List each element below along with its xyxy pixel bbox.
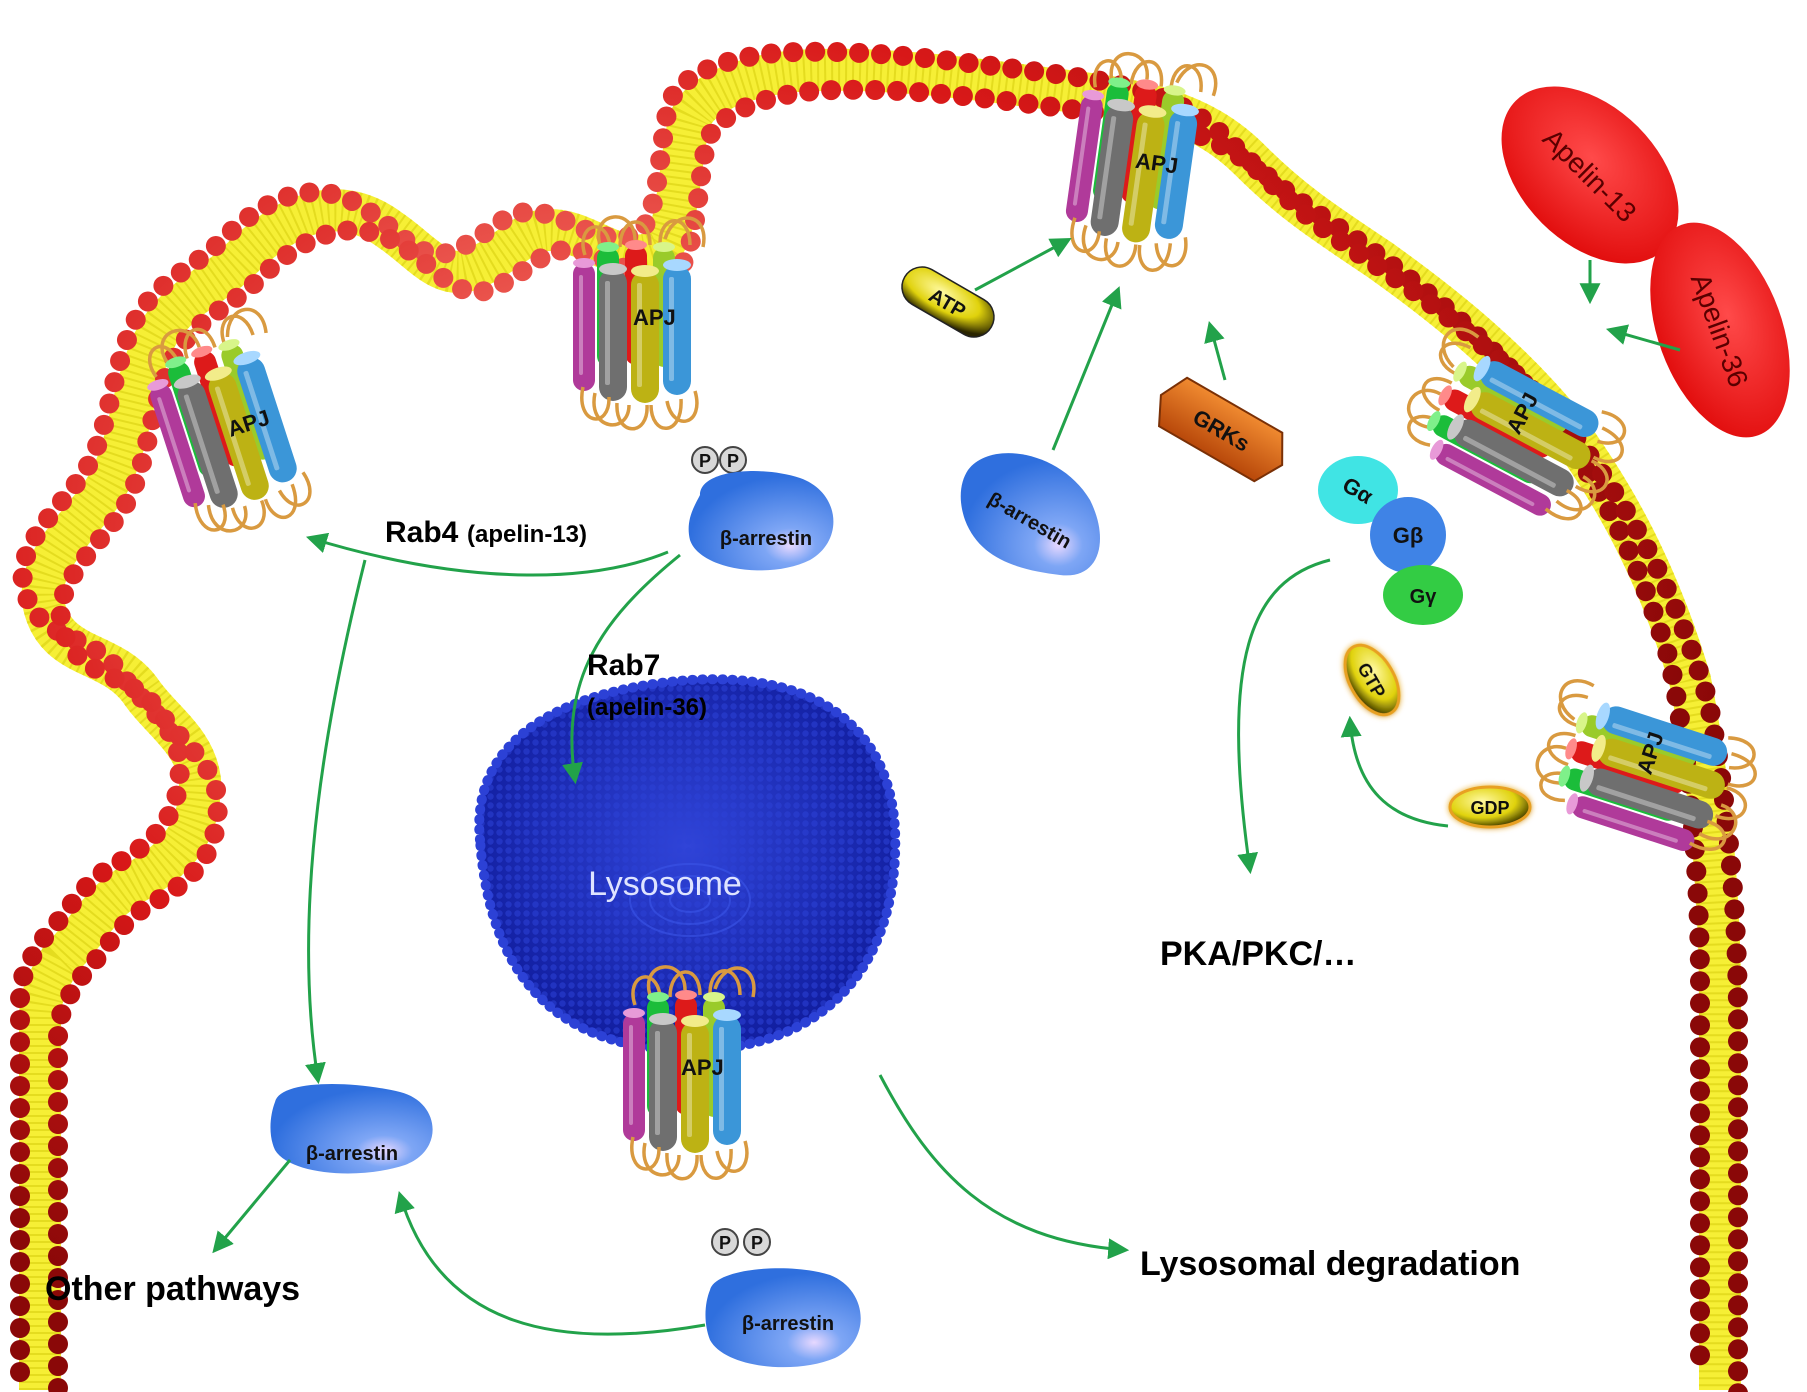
arrow-arrestin-up	[1051, 286, 1122, 451]
lysosome: Lysosome	[474, 674, 901, 1056]
svg-text:GDP: GDP	[1470, 798, 1509, 818]
svg-text:Rab4: Rab4	[385, 516, 459, 549]
apelin-36: Apelin-36	[1650, 222, 1790, 438]
svg-text:Rab7: Rab7	[587, 649, 660, 682]
atp-molecule: ATP	[901, 266, 995, 338]
arrow-grks	[1204, 320, 1227, 381]
svg-text:(apelin-36): (apelin-36)	[587, 694, 707, 721]
arrow-to-lysosomal-degradation	[878, 1074, 1130, 1260]
apj-receptor-upper-left: APJ	[571, 215, 706, 431]
g-gamma-subunit: Gγ	[1383, 565, 1463, 625]
arrow-rab7	[562, 553, 681, 785]
svg-text:β-arrestin: β-arrestin	[720, 528, 812, 550]
svg-text:P: P	[699, 451, 711, 471]
arrow-gprotein-to-pka	[1237, 558, 1331, 875]
phosphate-pair-upper: P P	[691, 446, 747, 474]
apj-receptor-lower-right: APJ	[1523, 673, 1769, 868]
svg-text:P: P	[719, 1233, 731, 1253]
other-pathways-label: Other pathways	[45, 1270, 300, 1308]
svg-text:Gβ: Gβ	[1393, 523, 1424, 548]
svg-text:β-arrestin: β-arrestin	[742, 1313, 834, 1335]
apj-label: APJ	[681, 1055, 724, 1080]
arrow-lower-left-to-other	[212, 1159, 292, 1254]
svg-text:P: P	[751, 1233, 763, 1253]
beta-arrestin-lower-left: β-arrestin	[270, 1083, 433, 1174]
apj-receptor-left: APJ	[131, 302, 325, 548]
arrow-atp	[974, 238, 1072, 292]
lysosome-label: Lysosome	[588, 865, 742, 903]
svg-text:(apelin-13): (apelin-13)	[467, 521, 587, 548]
beta-arrestin-upper: β-arrestin	[688, 471, 834, 571]
grks-kinase: GRKs	[1158, 376, 1284, 483]
apj-receptor-right: APJ	[1389, 320, 1642, 540]
phosphate-pair-lower: P P	[711, 1228, 771, 1256]
gdp-molecule: GDP	[1448, 785, 1532, 829]
apelin-13: Apelin-13	[1501, 86, 1679, 264]
g-alpha-subunit: Gα	[1318, 456, 1398, 524]
rab7-label: Rab7 (apelin-36)	[587, 649, 707, 721]
apj-label: APJ	[1134, 148, 1180, 179]
apj-label: APJ	[633, 305, 676, 330]
arrow-bottom-to-lower-left	[394, 1190, 706, 1336]
arrow-rab4-recycle	[305, 532, 669, 577]
apj-receptor-top: APJ	[1057, 46, 1221, 278]
gtp-molecule: GTP	[1343, 643, 1401, 717]
arrow-gdp-to-gtp	[1340, 715, 1449, 828]
cell-membrane	[10, 41, 1748, 1392]
beta-arrestin-middle: β-arrestin	[960, 453, 1100, 576]
svg-text:β-arrestin: β-arrestin	[306, 1143, 398, 1165]
g-beta-subunit: Gβ	[1370, 497, 1446, 573]
rab4-label: Rab4 (apelin-13)	[385, 516, 587, 549]
pathway-arrows	[212, 238, 1681, 1336]
arrow-apelin36	[1605, 324, 1681, 352]
pka-pkc-label: PKA/PKC/…	[1160, 935, 1356, 973]
apj-receptor-lysosome: APJ	[621, 965, 756, 1181]
svg-text:Gγ: Gγ	[1410, 586, 1438, 608]
lysosomal-degradation-label: Lysosomal degradation	[1140, 1245, 1520, 1283]
arrow-to-lower-left-arrestin	[305, 559, 367, 1085]
beta-arrestin-bottom: β-arrestin	[705, 1268, 861, 1368]
svg-text:P: P	[727, 451, 739, 471]
